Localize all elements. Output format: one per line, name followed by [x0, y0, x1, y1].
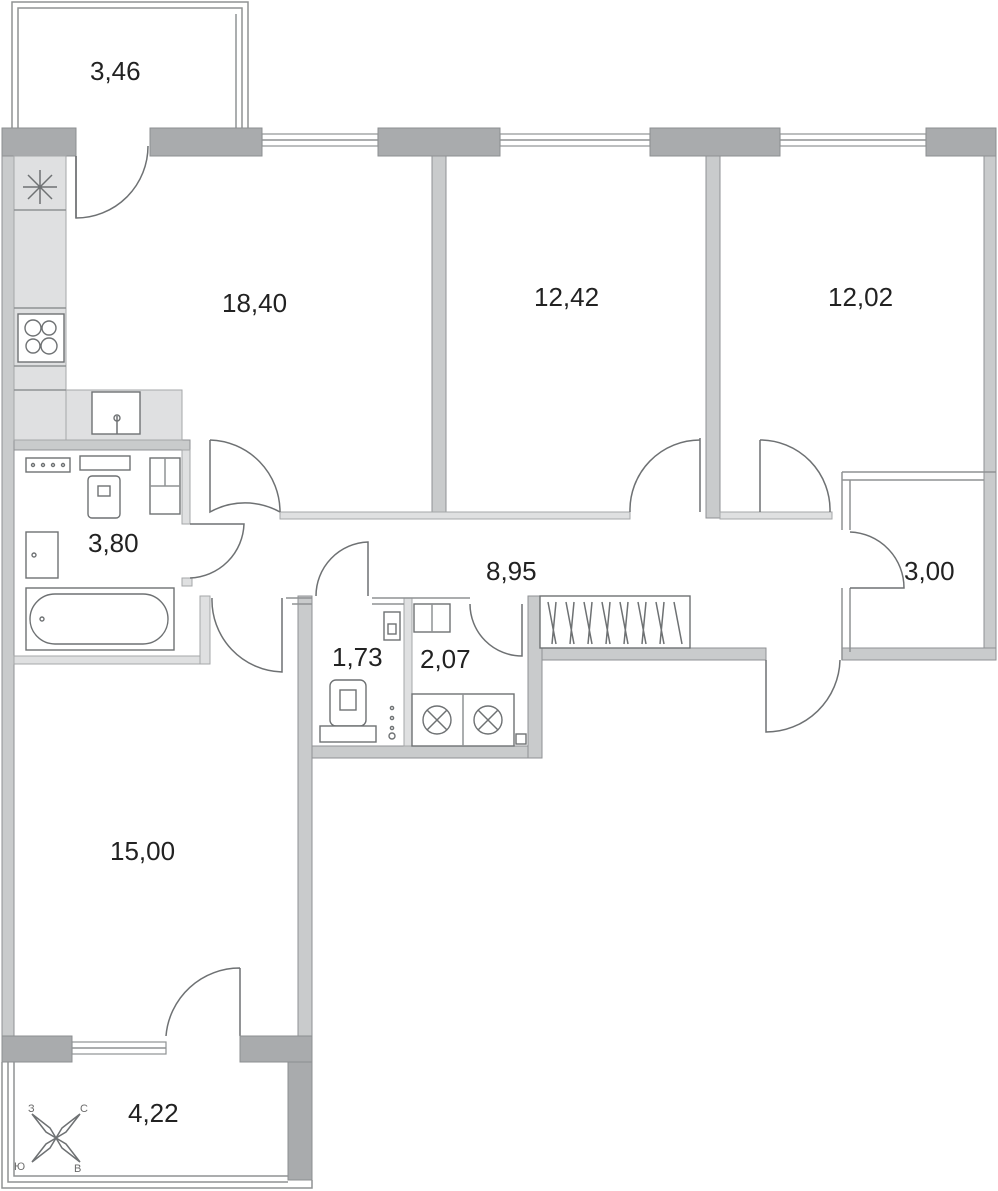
hall-wardrobe	[539, 595, 691, 649]
toilet-icon	[87, 475, 121, 519]
fridge-icon	[23, 170, 57, 204]
compass-west: З	[28, 1103, 35, 1115]
room-laundry-area: 2,07	[420, 644, 471, 674]
room-bedroom-right-area: 12,02	[828, 282, 893, 312]
kitchen-sink-icon	[91, 391, 141, 435]
bathroom-fixtures	[25, 455, 181, 651]
bathtub-icon	[25, 587, 175, 651]
kitchen-fixtures	[13, 155, 183, 441]
balcony-bottom	[1, 1035, 313, 1189]
wc-toilet-icon	[329, 679, 367, 727]
laundry-fixtures	[411, 603, 527, 747]
dryer-icon	[473, 705, 503, 735]
compass: С В Ю З	[14, 1103, 88, 1175]
outer-walls	[1, 127, 997, 1037]
room-labels: 3,46 18,40 12,42 12,02 3,80 8,95 3,00 1,…	[88, 56, 955, 1128]
stove-icon	[17, 313, 65, 363]
room-toilet-area: 1,73	[332, 642, 383, 672]
room-closet-area: 3,00	[904, 556, 955, 586]
room-living-room-area: 15,00	[110, 836, 175, 866]
compass-south: Ю	[14, 1161, 25, 1173]
wc-fixtures	[319, 611, 401, 743]
doors	[75, 145, 905, 1037]
room-balcony-bottom-area: 4,22	[128, 1098, 179, 1128]
washbasin-icon	[25, 531, 59, 579]
room-kitchen-area: 18,40	[222, 288, 287, 318]
room-hall-area: 8,95	[486, 556, 537, 586]
washing-machine-icon	[422, 705, 452, 735]
compass-east: В	[74, 1163, 81, 1175]
windows-top	[261, 133, 927, 147]
room-bedroom-middle-area: 12,42	[534, 282, 599, 312]
room-bathroom-area: 3,80	[88, 528, 139, 558]
balcony-top	[11, 1, 249, 128]
interior-walls	[13, 155, 996, 747]
compass-north: С	[80, 1103, 88, 1115]
room-balcony-top-area: 3,46	[90, 56, 141, 86]
